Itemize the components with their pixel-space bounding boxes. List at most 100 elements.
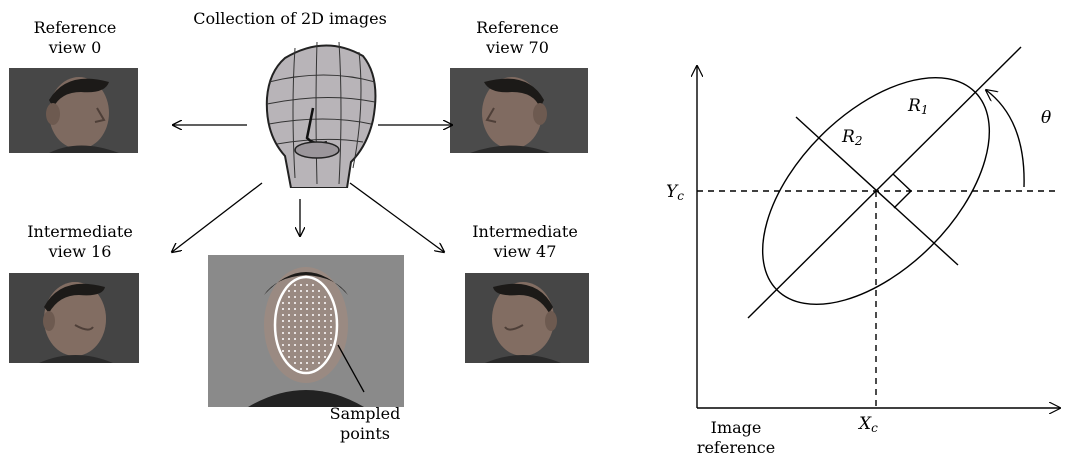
sample-point — [312, 326, 314, 328]
sample-point — [294, 350, 296, 352]
sample-point — [318, 290, 320, 292]
reference-view-70-label: Reference view 70 — [476, 18, 559, 57]
sample-point — [282, 314, 284, 316]
sample-point — [300, 284, 302, 286]
sample-point — [306, 362, 308, 364]
yc-label: Yc — [666, 182, 684, 203]
sample-point — [300, 296, 302, 298]
arrow-to-view-47 — [349, 182, 444, 252]
sample-points-grid — [282, 284, 332, 370]
sample-point — [288, 290, 290, 292]
reference-view-70-photo — [450, 68, 588, 153]
sample-point — [318, 350, 320, 352]
sample-point — [324, 314, 326, 316]
sample-point — [294, 302, 296, 304]
sample-point — [318, 320, 320, 322]
sample-point — [300, 356, 302, 358]
sample-point — [312, 290, 314, 292]
sample-point — [294, 344, 296, 346]
sample-point — [312, 344, 314, 346]
collection-title: Collection of 2D images — [193, 9, 387, 28]
left-arrows — [0, 0, 600, 393]
sample-point — [318, 362, 320, 364]
sample-point — [288, 320, 290, 322]
sample-point — [324, 332, 326, 334]
r1-label: R1 — [908, 96, 929, 117]
sample-point — [318, 356, 320, 358]
sample-point — [312, 308, 314, 310]
sample-point — [300, 302, 302, 304]
sample-point — [318, 344, 320, 346]
sample-point — [294, 332, 296, 334]
right-angle-marker — [892, 173, 913, 209]
sample-point — [306, 356, 308, 358]
sample-point — [318, 332, 320, 334]
sample-point — [306, 296, 308, 298]
sample-point — [288, 356, 290, 358]
image-reference-label: Image reference — [696, 418, 776, 457]
sample-point — [294, 284, 296, 286]
sample-point — [282, 302, 284, 304]
sample-point — [306, 308, 308, 310]
sample-point — [300, 362, 302, 364]
sampled-points-leader — [337, 344, 365, 393]
sample-point — [330, 338, 332, 340]
sample-point — [294, 308, 296, 310]
sample-point — [306, 332, 308, 334]
sample-point — [288, 314, 290, 316]
sample-point — [300, 338, 302, 340]
sample-point — [288, 326, 290, 328]
sample-point — [312, 350, 314, 352]
sample-point — [300, 314, 302, 316]
sample-point — [318, 338, 320, 340]
sample-point — [324, 350, 326, 352]
sample-point — [330, 326, 332, 328]
sample-point — [300, 332, 302, 334]
sample-point — [324, 296, 326, 298]
sample-point — [318, 326, 320, 328]
sample-point — [312, 338, 314, 340]
sample-point — [312, 362, 314, 364]
sample-point — [300, 368, 302, 370]
frontal-face-photo — [208, 255, 404, 407]
sample-point — [288, 302, 290, 304]
intermediate-view-47-label: Intermediate view 47 — [472, 222, 578, 261]
sample-point — [312, 284, 314, 286]
sample-point — [294, 296, 296, 298]
sample-point — [282, 344, 284, 346]
sample-point — [306, 302, 308, 304]
sample-point — [306, 338, 308, 340]
sample-point — [324, 320, 326, 322]
theta-label: θ — [1041, 108, 1052, 128]
sample-point — [282, 350, 284, 352]
sample-point — [300, 326, 302, 328]
reference-view-0-photo — [9, 68, 138, 153]
sample-point — [282, 320, 284, 322]
sample-point — [288, 344, 290, 346]
sample-point — [330, 314, 332, 316]
xc-label: Xc — [859, 414, 878, 435]
sample-point — [300, 344, 302, 346]
sample-point — [282, 326, 284, 328]
sample-point — [318, 296, 320, 298]
theta-arc — [986, 90, 1025, 188]
sample-point — [288, 338, 290, 340]
sample-point — [330, 320, 332, 322]
sample-point — [312, 296, 314, 298]
sample-point — [330, 332, 332, 334]
sample-point — [312, 314, 314, 316]
sample-point — [318, 302, 320, 304]
sample-point — [300, 308, 302, 310]
sampling-ellipse — [273, 275, 339, 375]
sample-point — [306, 314, 308, 316]
sample-point — [306, 290, 308, 292]
sample-point — [288, 308, 290, 310]
sample-point — [306, 344, 308, 346]
sample-point — [324, 308, 326, 310]
minor-axis — [795, 116, 959, 266]
sample-point — [312, 332, 314, 334]
sample-point — [312, 320, 314, 322]
sample-point — [324, 356, 326, 358]
sample-point — [300, 290, 302, 292]
